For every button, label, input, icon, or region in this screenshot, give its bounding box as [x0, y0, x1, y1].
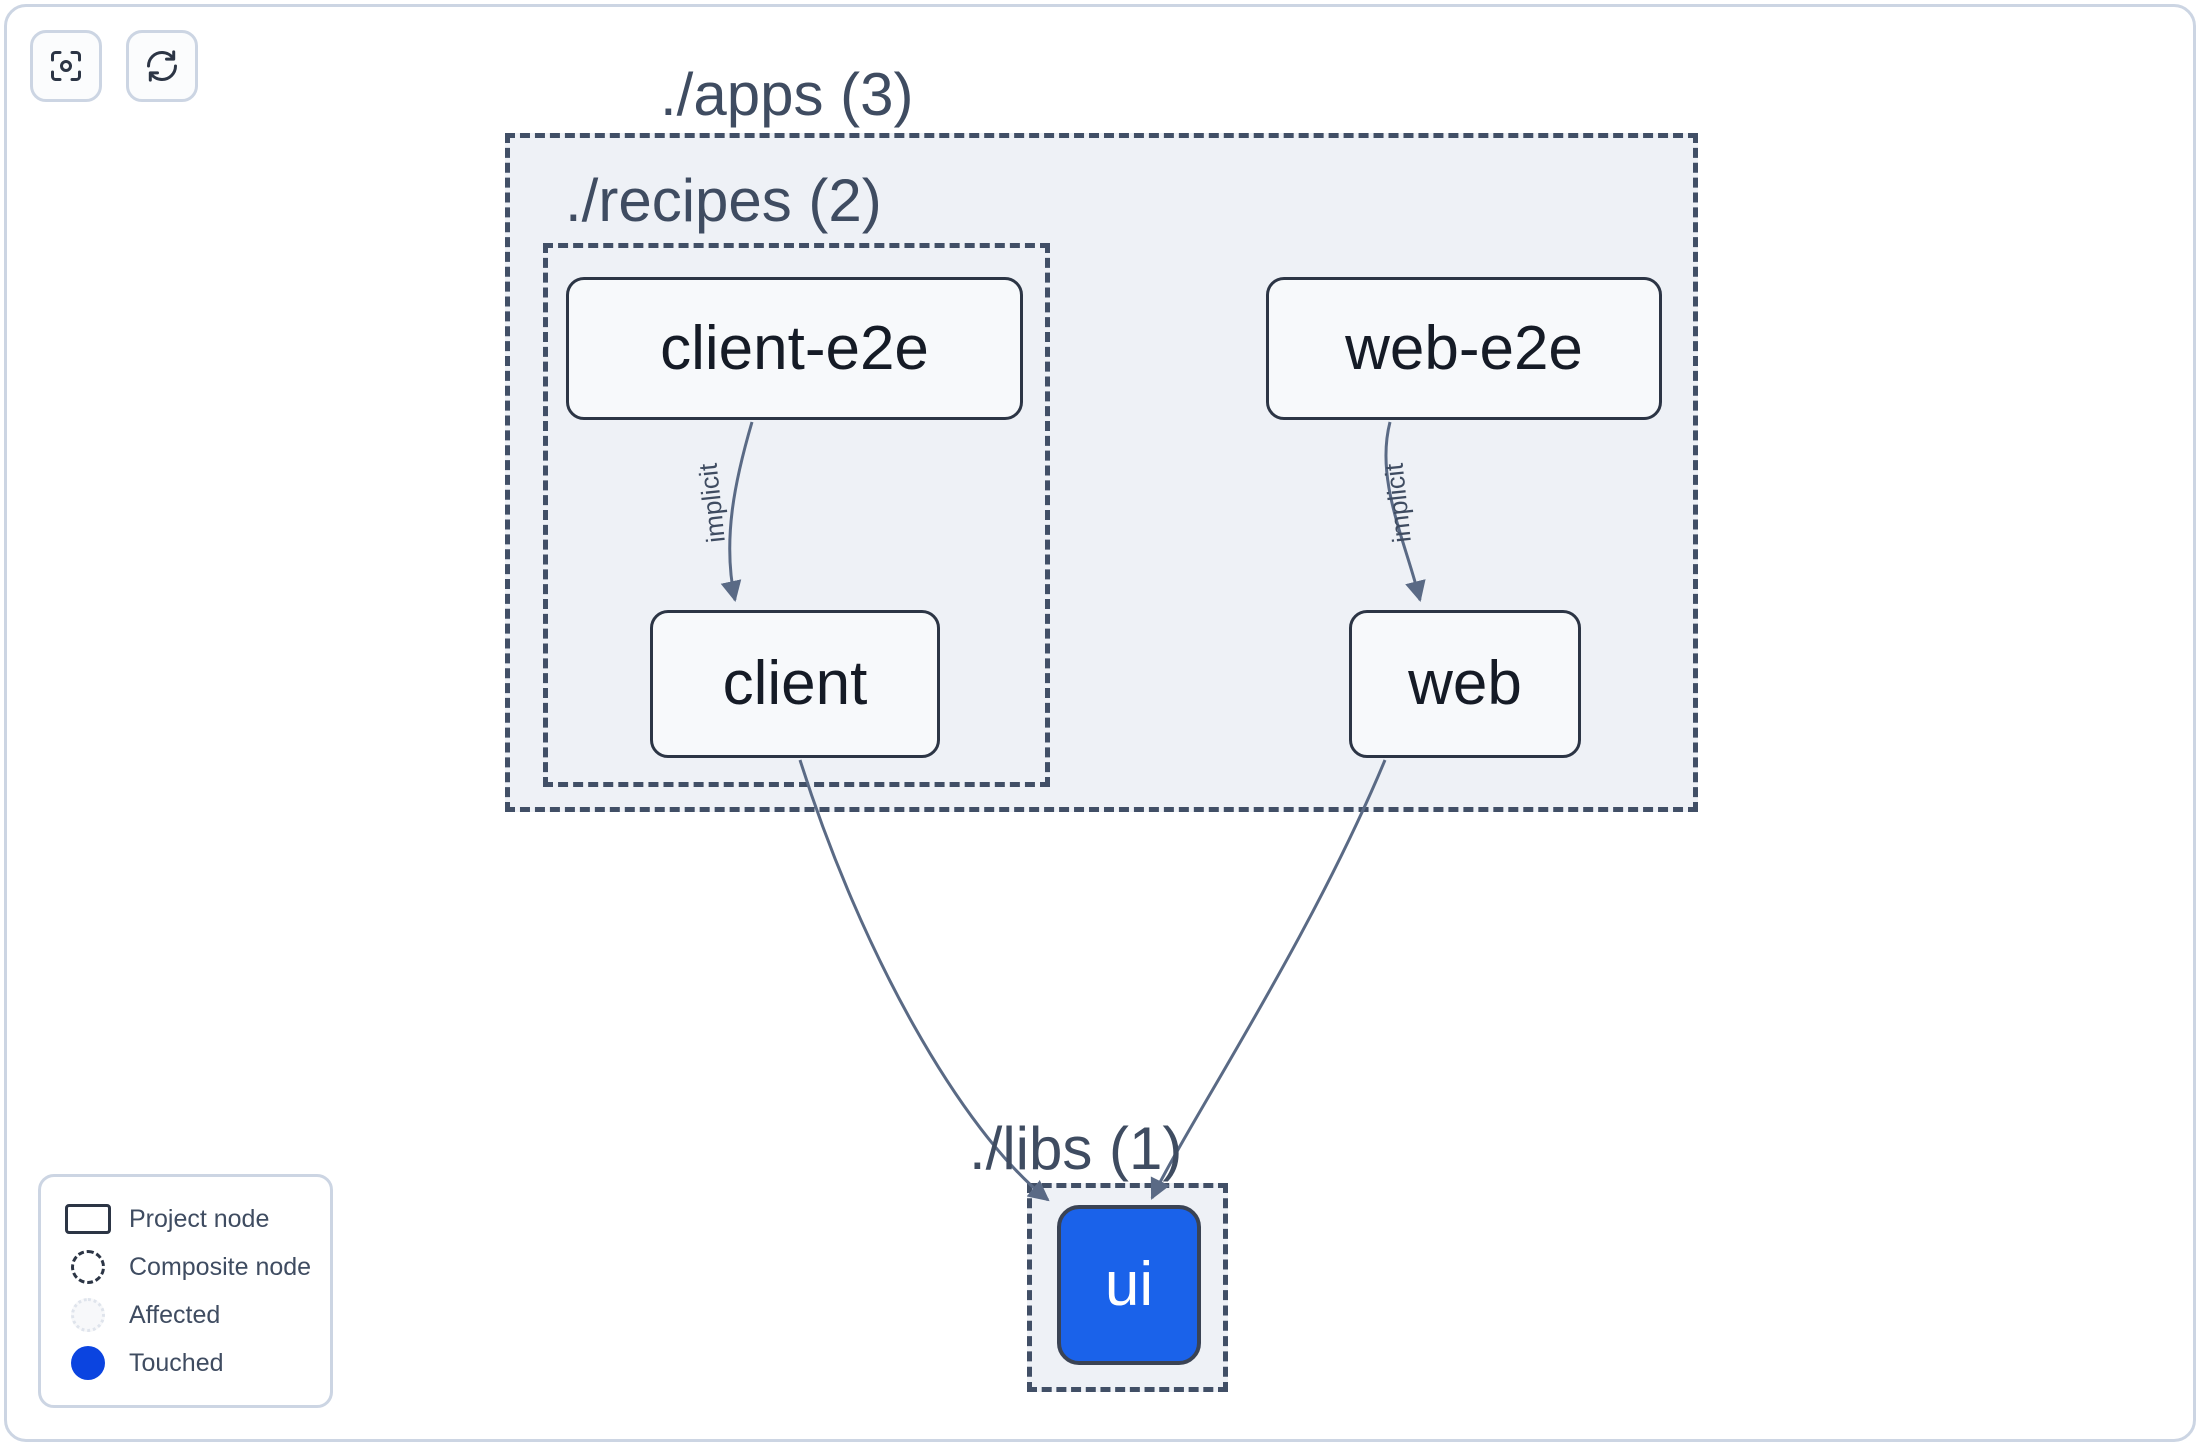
project-node-label: web-e2e — [1345, 313, 1583, 383]
project-node-label: web — [1408, 649, 1522, 718]
group-label-recipes: ./recipes (2) — [565, 167, 882, 234]
refresh-icon — [144, 48, 180, 84]
legend-label: Touched — [129, 1348, 224, 1377]
project-node-label: client — [722, 649, 868, 718]
affected-swatch — [61, 1298, 115, 1332]
project-node-web-e2e[interactable]: web-e2e — [1266, 277, 1662, 420]
edge-label-implicit-web: implicit — [1378, 461, 1417, 545]
project-node-label: client-e2e — [660, 313, 929, 383]
legend-label: Project node — [129, 1204, 270, 1233]
legend-item-affected: Affected — [61, 1291, 310, 1339]
touched-swatch — [61, 1346, 115, 1380]
refresh-button[interactable] — [126, 30, 198, 102]
project-node-client-e2e[interactable]: client-e2e — [566, 277, 1023, 420]
legend-label: Composite node — [129, 1252, 312, 1281]
group-label-apps: ./apps (3) — [660, 61, 914, 128]
legend-item-composite-node: Composite node — [61, 1243, 312, 1291]
graph-toolbar — [30, 30, 198, 102]
legend-item-project-node: Project node — [61, 1195, 310, 1243]
edge-label-implicit-client: implicit — [692, 461, 731, 545]
project-node-web[interactable]: web — [1349, 610, 1581, 758]
project-node-ui[interactable]: ui — [1057, 1205, 1201, 1365]
focus-target-button[interactable] — [30, 30, 102, 102]
legend-label: Affected — [129, 1300, 221, 1329]
project-node-label: ui — [1104, 1250, 1154, 1319]
legend-item-touched: Touched — [61, 1339, 310, 1387]
group-label-libs: ./libs (1) — [969, 1115, 1183, 1182]
composite-node-swatch — [61, 1250, 115, 1284]
graph-legend: Project node Composite node Affected Tou… — [38, 1174, 333, 1408]
project-node-swatch — [61, 1204, 115, 1234]
focus-target-icon — [48, 48, 84, 84]
project-node-client[interactable]: client — [650, 610, 940, 758]
